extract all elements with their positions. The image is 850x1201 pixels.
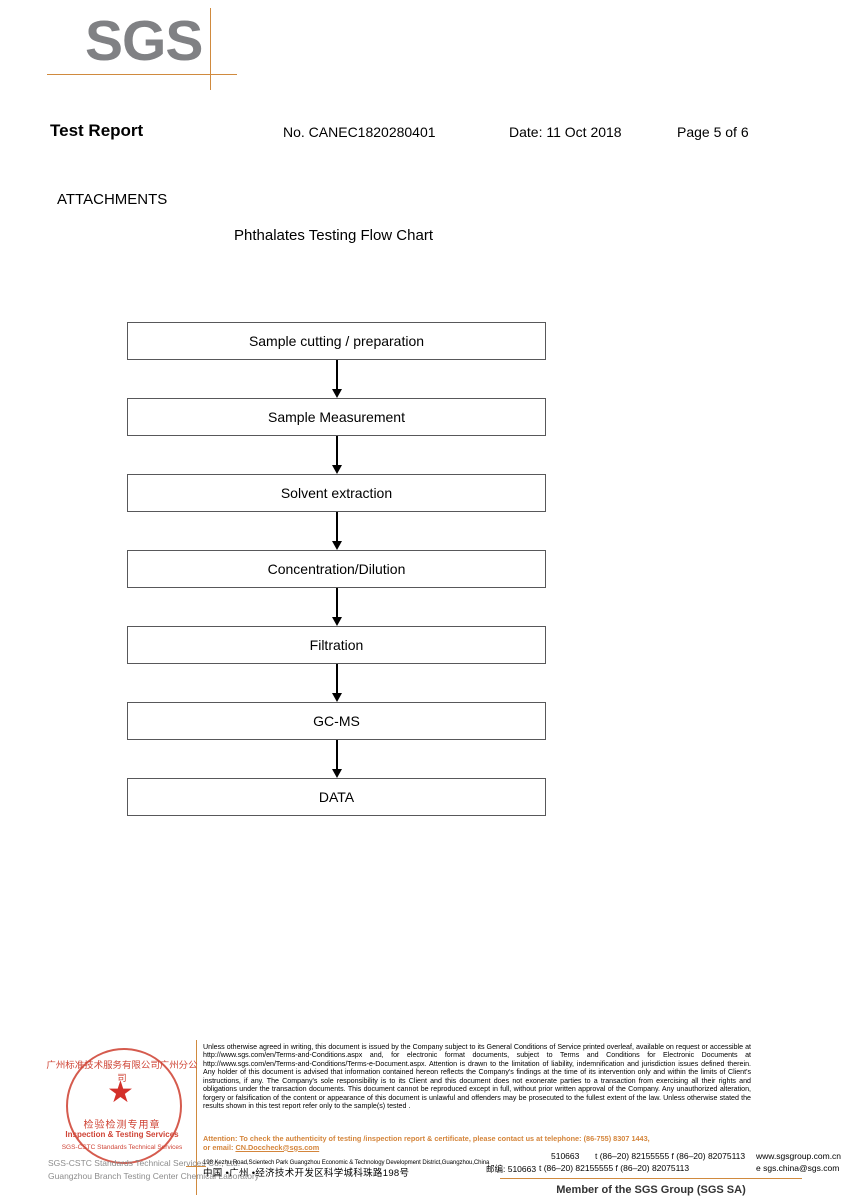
phone-fax-english: t (86–20) 82155555 f (86–20) 82075113	[595, 1151, 746, 1161]
attachments-heading: ATTACHMENTS	[57, 191, 168, 208]
flow-step-label: Solvent extraction	[280, 485, 393, 501]
flow-step-box: Solvent extraction	[127, 474, 546, 512]
inspection-seal-stamp: 广州标准技术服务有限公司广州分公司 ★ 检验检测专用章 Inspection &…	[46, 1040, 259, 1192]
address-chinese-text: 中国 •广州 •经济技术开发区科学城科珠路198号	[203, 1168, 410, 1179]
legal-disclaimer-text: Unless otherwise agreed in writing, this…	[203, 1043, 751, 1111]
doccheck-email-link[interactable]: CN.Doccheck@sgs.com	[235, 1142, 320, 1152]
logo-vertical-rule	[210, 8, 211, 90]
flow-arrow-down-icon	[127, 436, 546, 474]
report-number: No. CANEC1820280401	[283, 124, 436, 140]
member-of-sgs-group: Member of the SGS Group (SGS SA)	[556, 1184, 746, 1196]
flow-step-box: Sample Measurement	[127, 398, 546, 436]
footer-divider-tick	[186, 1166, 206, 1167]
seal-arc-bottom-text: SGS-CSTC Standards Technical Services	[61, 1144, 183, 1151]
footer-vertical-divider	[196, 1040, 197, 1195]
zip-code-english: 510663	[551, 1151, 580, 1161]
flow-step-label: GC-MS	[313, 713, 360, 729]
address-english-text: 198 Kezhu Road,Scientech Park Guangzhou …	[203, 1159, 490, 1166]
zip-code-chinese: 邮编: 510663	[486, 1164, 537, 1174]
page-footer: 广州标准技术服务有限公司广州分公司 ★ 检验检测专用章 Inspection &…	[0, 1032, 850, 1201]
flow-step-label: DATA	[318, 789, 355, 805]
flow-arrow-down-icon	[127, 740, 546, 778]
flow-step-box: Sample cutting / preparation	[127, 322, 546, 360]
flow-arrow-down-icon	[127, 588, 546, 626]
report-date: Date: 11 Oct 2018	[509, 124, 622, 140]
flow-arrow-down-icon	[127, 664, 546, 702]
flow-arrow-down-icon	[127, 512, 546, 550]
seal-english-text: Inspection & Testing Services	[65, 1130, 179, 1139]
address-line-chinese: 中国 •广州 •经济技术开发区科学城科珠路198号 邮编: 510663 t (…	[203, 1163, 839, 1181]
flow-step-label: Filtration	[309, 637, 364, 653]
seal-arc-top-text: 广州标准技术服务有限公司广州分公司	[46, 1060, 198, 1083]
flow-arrow-down-icon	[127, 360, 546, 398]
flowchart-title: Phthalates Testing Flow Chart	[234, 227, 433, 244]
member-rule	[500, 1178, 802, 1179]
email-link[interactable]: e sgs.china@sgs.com	[756, 1163, 840, 1173]
attention-line-1: Attention: To check the authenticity of …	[203, 1134, 650, 1143]
report-header: Test Report No. CANEC1820280401 Date: 11…	[0, 121, 850, 145]
flow-step-box: Concentration/Dilution	[127, 550, 546, 588]
page-title: Test Report	[50, 121, 144, 140]
flow-step-label: Sample cutting / preparation	[248, 333, 425, 349]
seal-company-line-1: SGS-CSTC Standards Technical Services Co…	[48, 1158, 241, 1168]
seal-chinese-text: 检验检测专用章	[83, 1120, 161, 1131]
star-icon: ★	[107, 1076, 134, 1109]
phthalates-testing-flowchart: Sample cutting / preparation Sample Meas…	[127, 322, 546, 816]
website-link[interactable]: www.sgsgroup.com.cn	[756, 1151, 842, 1161]
phone-fax-chinese: t (86–20) 82155555 f (86–20) 82075113	[539, 1163, 690, 1173]
seal-circle-border	[66, 1048, 182, 1164]
flow-step-box: DATA	[127, 778, 546, 816]
address-line-english: 198 Kezhu Road,Scientech Park Guangzhou …	[203, 1151, 841, 1169]
logo-horizontal-rule	[47, 74, 237, 75]
flow-step-box: GC-MS	[127, 702, 546, 740]
flow-step-box: Filtration	[127, 626, 546, 664]
sgs-logo: SGS	[47, 8, 307, 90]
sgs-logo-text: SGS	[85, 9, 203, 73]
seal-company-line-2: Guangzhou Branch Testing Center Chemical…	[48, 1171, 260, 1181]
flow-step-label: Sample Measurement	[268, 409, 405, 425]
attention-notice: Attention: To check the authenticity of …	[203, 1134, 751, 1152]
page-number: Page 5 of 6	[677, 124, 749, 140]
attention-line-2-prefix: or email:	[203, 1142, 236, 1152]
flow-step-label: Concentration/Dilution	[267, 561, 406, 577]
